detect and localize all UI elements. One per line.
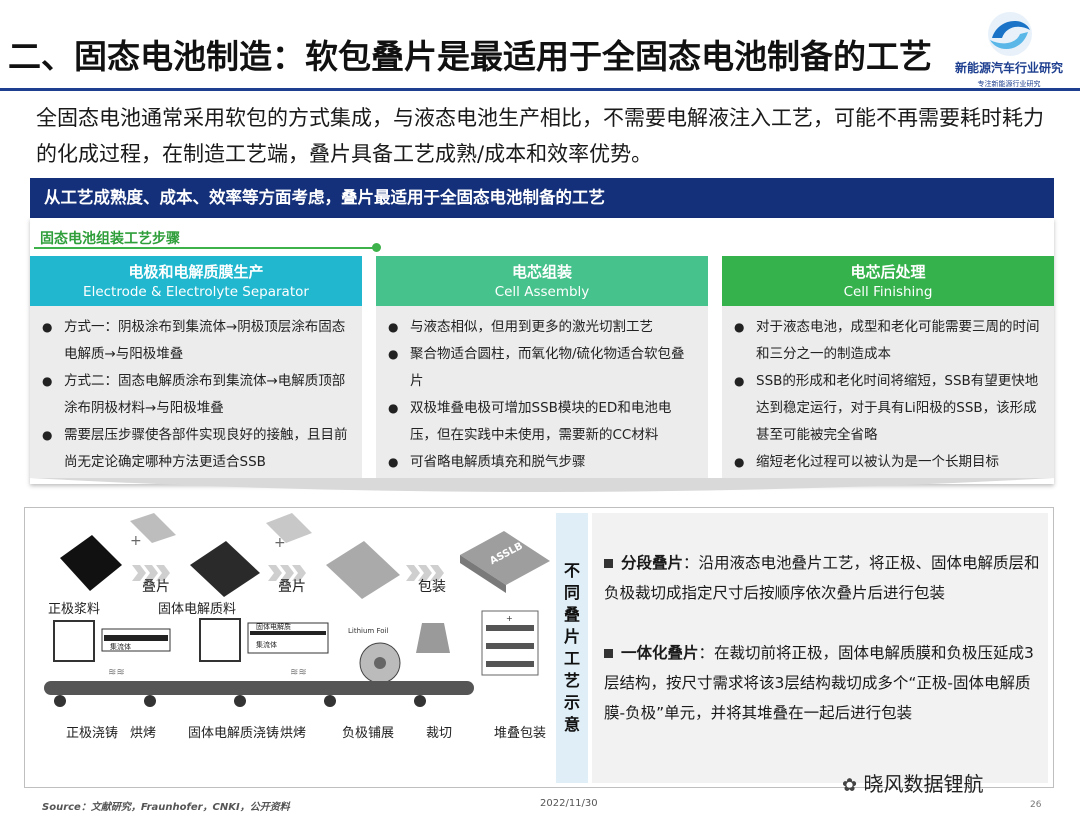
side-label: 不同叠片工艺示意 (563, 561, 580, 734)
square-bullet-icon (604, 559, 613, 568)
footer-source: Source：文献研究，Fraunhofer，CNKI，公开资料 (42, 802, 290, 813)
column-body-electrode: 方式一：阴极涂布到集流体→阴极顶层涂布固态电解质→与阳极堆叠 方式二：固态电解质… (30, 306, 362, 478)
plus-icon: + (130, 533, 142, 549)
package-label: 包装 (418, 579, 446, 595)
hopper-icon (53, 620, 95, 662)
list-item: 与液态相似，但用到更多的激光切割工艺 (388, 314, 696, 341)
list-item: 聚合物适合圆柱，而氧化物/硫化物适合软包叠片 (388, 341, 696, 395)
bullet-list: 与液态相似，但用到更多的激光切割工艺 聚合物适合圆柱，而氧化物/硫化物适合软包叠… (376, 306, 708, 476)
process-step-label: 正极浇铸 (66, 725, 118, 741)
intro-paragraph: 全固态电池通常采用软包的方式集成，与液态电池生产相比，不需要电解液注入工艺，可能… (36, 106, 1044, 166)
page-number: 26 (1030, 800, 1042, 810)
stack-label: 叠片 (278, 579, 306, 595)
plus-icon: + (506, 614, 513, 623)
list-item: 需要层压步骤使各部件实现良好的接触，且目前尚无定论确定哪种方法更适合SSB (42, 422, 350, 476)
plus-icon: + (274, 535, 286, 551)
cell-stack-icon (326, 541, 400, 599)
column-title-cn: 电芯组装 (511, 263, 572, 281)
process-diagram: + + ASSLB 叠片 叠片 包装 正极浆料 固体电解质料 集流体 (44, 513, 550, 741)
column-header-cell-finishing: 电芯后处理 Cell Finishing (722, 256, 1054, 306)
process-step-label: 负极铺展 (342, 726, 394, 741)
arrow-icons (132, 565, 444, 581)
list-item: 可省略电解质填充和脱气步骤 (388, 449, 696, 476)
square-bullet-icon (604, 649, 613, 658)
list-item: 对于液态电池，成型和老化可能需要三周的时间和三分之一的制造成本 (734, 314, 1042, 368)
logo-swirl-icon: 新能源汽车行业研究 专注新能源行业研究 (955, 12, 1063, 88)
logo: 新能源汽车行业研究 专注新能源行业研究 (940, 8, 1078, 92)
layer-label: 集流体 (256, 640, 277, 649)
column-title-en: Cell Finishing (843, 284, 933, 300)
process-step-label: 烘烤 (280, 726, 306, 741)
heater-icon: ≋≋ (290, 667, 307, 678)
hopper-icon (199, 618, 241, 662)
pouch-cell-icon (460, 531, 550, 585)
foil-label: Lithium Foil (348, 627, 388, 635)
wechat-icon: ✿ (842, 775, 858, 796)
process-step-label: 烘烤 (130, 726, 156, 741)
step-label: 固态电池组装工艺步骤 (40, 231, 180, 247)
stack-label: 叠片 (142, 579, 170, 595)
column-body-cell-finishing: 对于液态电池，成型和老化可能需要三周的时间和三分之一的制造成本 SSB的形成和老… (722, 306, 1054, 478)
step-dot (372, 243, 381, 252)
title-underline (0, 88, 1080, 91)
cathode-sheet-icon (60, 535, 122, 591)
column-body-cell-assembly: 与液态相似，但用到更多的激光切割工艺 聚合物适合圆柱，而氧化物/硫化物适合软包叠… (376, 306, 708, 478)
column-header-cell-assembly: 电芯组装 Cell Assembly (376, 256, 708, 306)
description-integrated-stacking: 一体化叠片：在裁切前将正极，固体电解质膜和负极压延成3层结构，按尺寸需求将该3层… (604, 638, 1040, 728)
process-step-label: 固体电解质浇铸 (188, 725, 279, 741)
column-title-cn: 电极和电解质膜生产 (128, 263, 264, 281)
description-text: ：在裁切前将正极，固体电解质膜和负极压延成3层结构，按尺寸需求将该3层结构裁切成… (604, 644, 1034, 722)
pouch-cell-side-icon (460, 555, 506, 593)
panel-heading: 从工艺成熟度、成本、效率等方面考虑，叠片最适用于全固态电池制备的工艺 (30, 178, 1054, 218)
bullet-list: 对于液态电池，成型和老化可能需要三周的时间和三分之一的制造成本 SSB的形成和老… (722, 306, 1054, 476)
description-segmented-stacking: 分段叠片：沿用液态电池叠片工艺，将正极、固体电解质层和负极裁切成指定尺寸后按顺序… (604, 548, 1040, 608)
description-panel (592, 513, 1048, 783)
roller-icons (54, 695, 426, 707)
conveyor-belt (44, 681, 474, 695)
layer-box-icon (247, 622, 329, 654)
process-step-label: 裁切 (426, 725, 452, 741)
column-title-en: Cell Assembly (494, 284, 590, 300)
process-step-label: 堆叠包装 (494, 726, 546, 741)
column-header-electrode: 电极和电解质膜生产 Electrode & Electrolyte Separa… (30, 256, 362, 306)
column-title-en: Electrode & Electrolyte Separator (83, 284, 309, 300)
logo-subtext: 专注新能源行业研究 (978, 79, 1041, 88)
list-item: 方式一：阴极涂布到集流体→阴极顶层涂布固态电解质→与阳极堆叠 (42, 314, 350, 368)
page-title: 二、固态电池制造：软包叠片是最适用于全固态电池制备的工艺 (8, 37, 932, 76)
layer-label: 集流体 (110, 642, 131, 651)
layer-label: 固体电解质 (256, 622, 291, 631)
step-underline (34, 247, 376, 249)
logo-text: 新能源汽车行业研究 (955, 60, 1063, 75)
description-term: 一体化叠片 (621, 644, 699, 662)
column-title-cn: 电芯后处理 (850, 263, 926, 281)
panel-wave-edge (30, 478, 1054, 492)
footer-date: 2022/11/30 (540, 798, 598, 809)
stacked-sheet-icon (190, 541, 260, 597)
side-label-background (556, 513, 588, 783)
stacking-process-illustration: + + ASSLB 叠片 叠片 包装 正极浆料 固体电解质料 集流体 (30, 513, 554, 783)
anode-sheet-icon (266, 513, 312, 543)
list-item: SSB的形成和老化时间将缩短，SSB有望更快地达到稳定运行，对于具有Li阳极的S… (734, 368, 1042, 449)
cathode-slurry-label: 正极浆料 (48, 602, 100, 617)
description-term: 分段叠片 (621, 554, 684, 572)
heater-icon: ≋≋ (108, 667, 125, 678)
watermark-text: 晓风数据锂航 (863, 772, 984, 796)
description-text: ：沿用液态电池叠片工艺，将正极、固体电解质层和负极裁切成指定尺寸后按顺序依次叠片… (604, 554, 1040, 602)
electrolyte-slurry-label: 固体电解质料 (158, 602, 236, 617)
separator-sheet-icon (130, 513, 176, 543)
bullet-list: 方式一：阴极涂布到集流体→阴极顶层涂布固态电解质→与阳极堆叠 方式二：固态电解质… (30, 306, 362, 476)
watermark: ✿ 晓风数据锂航 (842, 768, 983, 797)
cutter-icon (416, 623, 450, 653)
list-item: 双极堆叠电极可增加SSB模块的ED和电池电压，但在实践中未使用，需要新的CC材料 (388, 395, 696, 449)
list-item: 方式二：固态电解质涂布到集流体→电解质顶部涂布阴极材料→与阳极堆叠 (42, 368, 350, 422)
list-item: 缩短老化过程可以被认为是一个长期目标 (734, 449, 1042, 476)
